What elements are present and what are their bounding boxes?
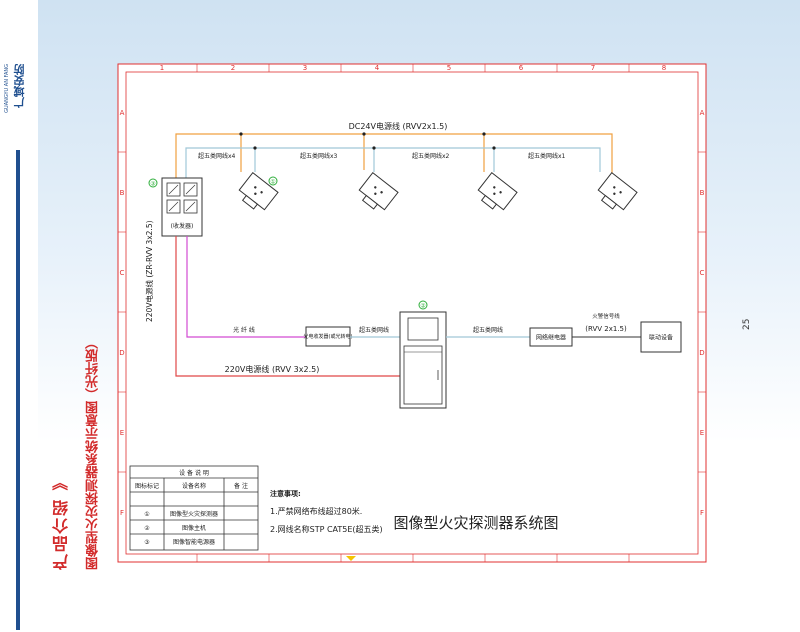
legend-title: 设 备 说 明 bbox=[179, 469, 209, 477]
sidebar-accent-bar bbox=[16, 150, 20, 630]
marker-label: ① bbox=[270, 179, 275, 186]
equipment-legend-table bbox=[129, 465, 259, 551]
row-label: B bbox=[700, 189, 705, 197]
linkage-device-box bbox=[640, 321, 682, 353]
legend-mark: ② bbox=[144, 525, 150, 532]
row-label: F bbox=[700, 509, 704, 517]
row-labels-right: A B C D E F bbox=[699, 109, 704, 517]
junction-dots bbox=[239, 132, 496, 150]
notes-line-1: 1.严禁网络布线超过80米. bbox=[270, 506, 362, 516]
legend-mark: ③ bbox=[144, 539, 149, 546]
host-screen bbox=[407, 317, 439, 341]
marker-circle bbox=[268, 176, 278, 186]
diagram-inner-frame bbox=[125, 71, 699, 555]
row-label: C bbox=[120, 269, 125, 277]
fire-detector-camera bbox=[597, 171, 638, 211]
row-label: A bbox=[700, 109, 705, 117]
col-label: 2 bbox=[231, 64, 235, 72]
legend-header: 设备名称 bbox=[182, 482, 206, 490]
row-label: B bbox=[120, 189, 125, 197]
row-label: F bbox=[120, 509, 124, 517]
ac220-power-line bbox=[175, 236, 400, 377]
col-label: 3 bbox=[303, 64, 307, 72]
col-label: 1 bbox=[160, 64, 164, 72]
center-marker-bottom bbox=[346, 556, 356, 561]
marker-circle bbox=[418, 300, 428, 310]
marker-label: ② bbox=[420, 303, 426, 310]
legend-mark: ① bbox=[144, 511, 149, 518]
col-label: 4 bbox=[375, 64, 380, 72]
linkage-label: 联动设备 bbox=[649, 334, 673, 342]
legend-name: 图像型火灾探测器 bbox=[170, 510, 218, 518]
dc24-cable-label: DC24V电源线 (RVV2x1.5) bbox=[349, 121, 448, 131]
col-label: 8 bbox=[662, 64, 666, 72]
column-labels-top: 1 2 3 4 5 6 7 8 bbox=[160, 64, 666, 72]
net-label-x1: 超五类网线x1 bbox=[528, 152, 566, 160]
marker-label: ③ bbox=[150, 181, 155, 188]
fire-detector-camera bbox=[477, 171, 518, 211]
brand-sidebar: 广域安防 GUANGYU AN FANG bbox=[0, 0, 38, 632]
fire-detector-camera bbox=[358, 171, 399, 211]
legend-name: 图像主机 bbox=[182, 524, 206, 532]
row-label: C bbox=[700, 269, 705, 277]
col-label: 5 bbox=[447, 64, 451, 72]
alarm-signal-label: 火警信号线 bbox=[592, 312, 620, 320]
switch-label: (收发器) bbox=[171, 222, 194, 230]
net-label-x4: 超五类网线x4 bbox=[198, 152, 236, 160]
net-label-x2: 超五类网线x2 bbox=[412, 152, 450, 160]
network-labels: 超五类网线x4 超五类网线x3 超五类网线x2 超五类网线x1 bbox=[198, 152, 566, 160]
column-dividers bbox=[196, 64, 630, 562]
diagram-title: 图像型火灾探测器系统图 bbox=[393, 514, 558, 532]
row-label: A bbox=[120, 109, 125, 117]
marker-circle bbox=[148, 178, 158, 188]
row-label: E bbox=[700, 429, 704, 437]
dc24-power-line bbox=[175, 133, 613, 178]
row-label: D bbox=[699, 349, 704, 357]
ac220-vertical-label: 220V电源线 (ZR-RVV 3x2.5) bbox=[144, 220, 154, 322]
host-lower-panel bbox=[403, 345, 443, 405]
alarm-signal-spec: (RVV 2x1.5) bbox=[585, 325, 627, 333]
row-label: E bbox=[120, 429, 124, 437]
col-label: 6 bbox=[519, 64, 524, 72]
legend-header: 图标标记 bbox=[135, 482, 159, 490]
network-line bbox=[185, 147, 601, 178]
notes-heading: 注意事项: bbox=[270, 489, 301, 498]
row-labels-left: A B C D E F bbox=[119, 109, 124, 517]
fiber-label: 光 纤 线 bbox=[233, 326, 255, 334]
col-label: 7 bbox=[591, 64, 595, 72]
legend-text: 设 备 说 明 图标标记 设备名称 备 注 ① 图像型火灾探测器 ② 图像主机 … bbox=[135, 469, 248, 546]
relay-label: 网络继电器 bbox=[536, 334, 566, 342]
net-label-right: 超五类网线 bbox=[473, 326, 503, 334]
net-label-mid: 超五类网线 bbox=[359, 326, 389, 334]
fire-detector-camera bbox=[238, 171, 279, 211]
fiber-line bbox=[186, 236, 306, 338]
row-label: D bbox=[119, 349, 124, 357]
notes-line-2: 2.网线名称STP CAT5E(超五类) bbox=[270, 524, 383, 534]
row-dividers bbox=[118, 151, 706, 473]
legend-name: 图像智能电源器 bbox=[173, 538, 215, 546]
converter-label: 光电收发器(或光转电) bbox=[304, 333, 353, 340]
net-label-x3: 超五类网线x3 bbox=[300, 152, 338, 160]
ac220-horizontal-label: 220V电源线 (RVV 3x2.5) bbox=[225, 364, 320, 374]
power-box-slashes bbox=[168, 184, 196, 212]
legend-header: 备 注 bbox=[234, 482, 248, 490]
